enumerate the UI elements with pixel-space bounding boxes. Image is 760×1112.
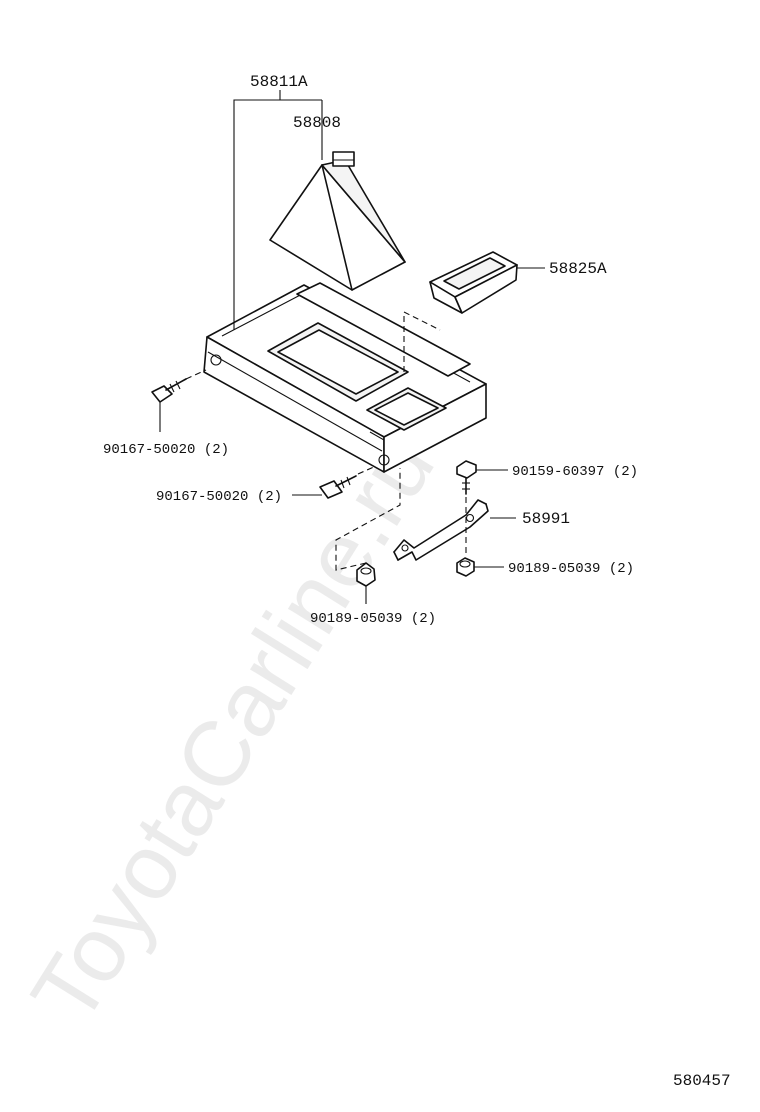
label-bracket: 58991 xyxy=(522,510,570,528)
figure-number: 580457 xyxy=(673,1072,731,1090)
label-ashtray-insert: 58825A xyxy=(549,260,607,278)
assembly-line-ashtray xyxy=(403,311,441,372)
watermark-text: ToyotaCarline.ru xyxy=(12,418,453,1040)
label-shift-boot: 58808 xyxy=(293,114,341,132)
leader-box-assy xyxy=(233,99,322,330)
screw-left xyxy=(151,378,187,403)
nut-right xyxy=(456,557,475,577)
shift-boot xyxy=(269,151,406,291)
label-screw-left: 90167-50020 (2) xyxy=(103,442,229,458)
label-box-assy: 58811A xyxy=(250,73,308,91)
console-box xyxy=(203,282,487,473)
screw-front xyxy=(319,475,357,499)
label-nut-bottom: 90189-05039 (2) xyxy=(310,611,436,627)
label-nut-right: 90189-05039 (2) xyxy=(508,561,634,577)
bracket xyxy=(393,499,489,561)
assembly-line-screw-left xyxy=(185,369,207,380)
ashtray-insert xyxy=(429,251,518,314)
label-bolt-right: 90159-60397 (2) xyxy=(512,464,638,480)
assembly-line-screw-front xyxy=(357,465,377,475)
label-screw-front: 90167-50020 (2) xyxy=(156,489,282,505)
assembly-line-bottom-nut xyxy=(335,468,401,571)
bolt-right xyxy=(456,460,477,495)
